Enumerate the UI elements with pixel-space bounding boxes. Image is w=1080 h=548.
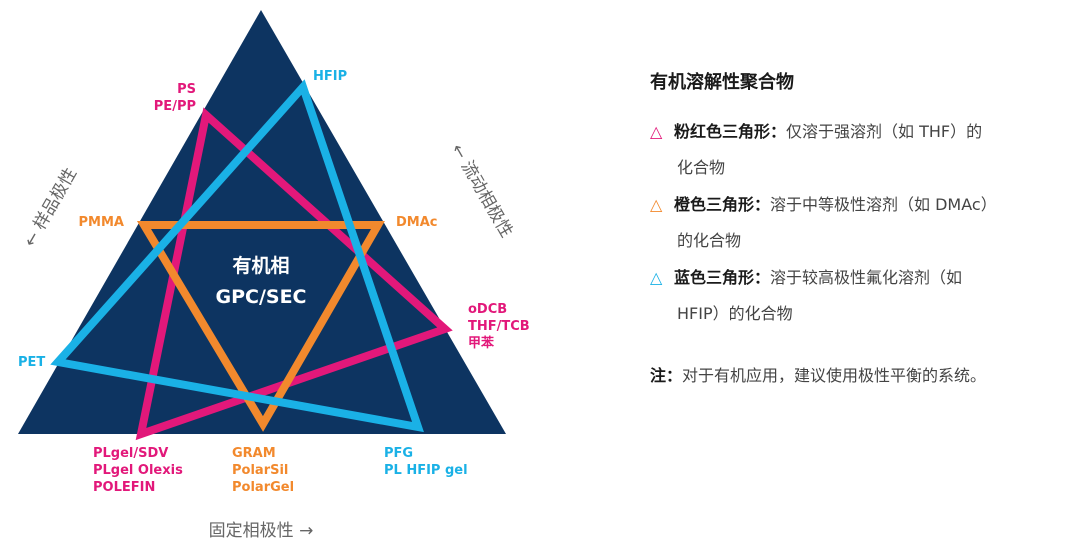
legend-blue-text-cont: HFIP）的化合物 (677, 304, 793, 323)
orange-triangle (136, 221, 385, 432)
axis-stationary-polarity: 固定相极性 → (209, 521, 314, 541)
legend-pink: △ 粉红色三角形：仅溶于强溶剂（如 THF）的 化合物 (650, 114, 1070, 186)
legend-pink-text: 仅溶于强溶剂（如 THF）的 (786, 122, 983, 141)
label-polefin: POLEFIN (93, 480, 155, 495)
blue-triangle-icon: △ (650, 268, 663, 287)
legend-pink-title: 粉红色三角形： (674, 122, 787, 141)
orange-triangle-icon: △ (650, 195, 663, 214)
axis-sample-polarity: ← 样品极性 (20, 165, 81, 251)
label-polargel: PolarGel (232, 480, 294, 495)
note: 注：对于有机应用，建议使用极性平衡的系统。 (650, 362, 1070, 386)
label-polarsil: PolarSil (232, 463, 288, 478)
legend-orange-title: 橙色三角形： (674, 195, 771, 214)
label-gram: GRAM (232, 446, 276, 461)
legend-blue-title: 蓝色三角形： (674, 268, 771, 287)
legend-pink-text-cont: 化合物 (677, 158, 726, 177)
note-text: 对于有机应用，建议使用极性平衡的系统。 (682, 366, 987, 385)
legend-orange: △ 橙色三角形：溶于中等极性溶剂（如 DMAc） 的化合物 (650, 187, 1070, 259)
legend-orange-text-cont: 的化合物 (677, 231, 742, 250)
legend-orange-text: 溶于中等极性溶剂（如 DMAc） (770, 195, 997, 214)
label-thftcb: THF/TCB (468, 319, 530, 334)
label-pmma: PMMA (79, 215, 124, 230)
label-pet: PET (18, 355, 45, 370)
center-label-method: GPC/SEC (215, 286, 306, 308)
label-dmac: DMAc (396, 215, 438, 230)
polarity-triangle-diagram: 有机相 GPC/SEC HFIP PS PE/PP PMMA DMAc oDCB… (18, 10, 530, 541)
label-pl-hfip-gel: PL HFIP gel (384, 463, 468, 478)
label-plgel-sdv: PLgel/SDV (93, 446, 168, 461)
legend-blue-text: 溶于较高极性氟化溶剂（如 (770, 268, 963, 287)
label-plgel-olexis: PLgel Olexis (93, 463, 183, 478)
legend-panel: 有机溶解性聚合物 △ 粉红色三角形：仅溶于强溶剂（如 THF）的 化合物 △ 橙色三… (650, 68, 1070, 386)
center-label-phase: 有机相 (232, 254, 289, 277)
label-hfip: HFIP (313, 69, 347, 84)
axis-mobile-polarity: ← 流动相极性 (447, 141, 517, 242)
panel-title: 有机溶解性聚合物 (650, 72, 794, 93)
legend-blue: △ 蓝色三角形：溶于较高极性氟化溶剂（如 HFIP）的化合物 (650, 260, 1070, 332)
label-toluene: 甲苯 (468, 335, 495, 351)
blue-triangle (50, 79, 424, 433)
label-ps: PS (177, 82, 196, 97)
label-odcb: oDCB (468, 302, 507, 317)
label-pfg: PFG (384, 446, 413, 461)
note-label: 注： (650, 366, 683, 385)
pink-triangle-icon: △ (650, 122, 663, 141)
label-pepp: PE/PP (154, 99, 196, 114)
